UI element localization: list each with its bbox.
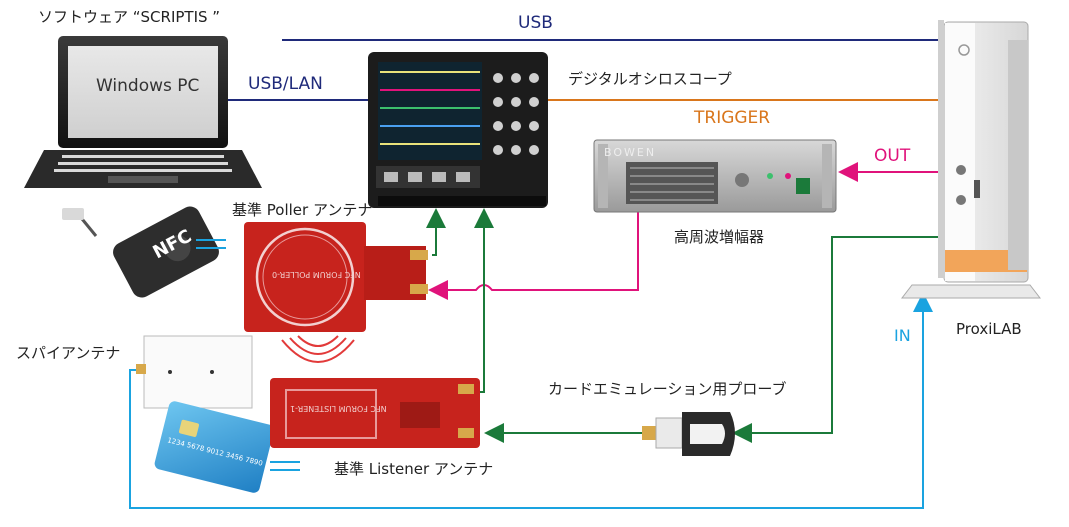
usb-label: USB xyxy=(518,13,553,33)
nfc-reader xyxy=(62,206,219,298)
poller-board-text: NFC FORUM POLLER-0 xyxy=(272,270,361,279)
poller-antenna-label: 基準 Poller アンテナ xyxy=(232,201,373,219)
poller-antenna-board xyxy=(244,222,428,332)
card-swap-arrows xyxy=(270,461,300,471)
amplifier-label: 高周波増幅器 xyxy=(674,228,765,246)
oscilloscope xyxy=(368,52,548,208)
spy-in-line xyxy=(129,292,933,509)
windows-pc-label: Windows PC xyxy=(96,76,200,96)
windows-pc xyxy=(24,36,262,188)
rf-feed-line xyxy=(428,212,639,300)
nfc-swap-arrows xyxy=(196,239,226,249)
listener-antenna-board xyxy=(270,378,480,448)
rf-field-waves xyxy=(281,335,355,363)
out-label: OUT xyxy=(874,146,911,166)
usb-lan-label: USB/LAN xyxy=(248,74,323,94)
software-label: ソフトウェア “SCRIPTIS ” xyxy=(38,8,221,26)
oscilloscope-label: デジタルオシロスコープ xyxy=(568,70,732,88)
poller-scope-line xyxy=(426,208,446,256)
spy-antenna xyxy=(136,335,253,409)
in-label: IN xyxy=(894,326,911,345)
probe-label: カードエミュレーション用プローブ xyxy=(548,380,787,398)
listener-scope-line xyxy=(472,208,494,393)
listener-board-text: NFC FORUM LISTENER-1 xyxy=(290,404,387,413)
proxilab-label: ProxiLAB xyxy=(956,320,1022,338)
amplifier-brand: BOWEN xyxy=(604,146,657,159)
proxilab-device xyxy=(900,20,1042,299)
listener-antenna-label: 基準 Listener アンテナ xyxy=(334,460,494,478)
rf-amplifier xyxy=(593,139,837,213)
spy-antenna-label: スパイアンテナ xyxy=(16,344,121,362)
proxilab-probe-line xyxy=(732,236,940,443)
contactless-card xyxy=(154,401,274,493)
trigger-label: TRIGGER xyxy=(694,108,771,128)
emulation-probe xyxy=(642,412,735,456)
